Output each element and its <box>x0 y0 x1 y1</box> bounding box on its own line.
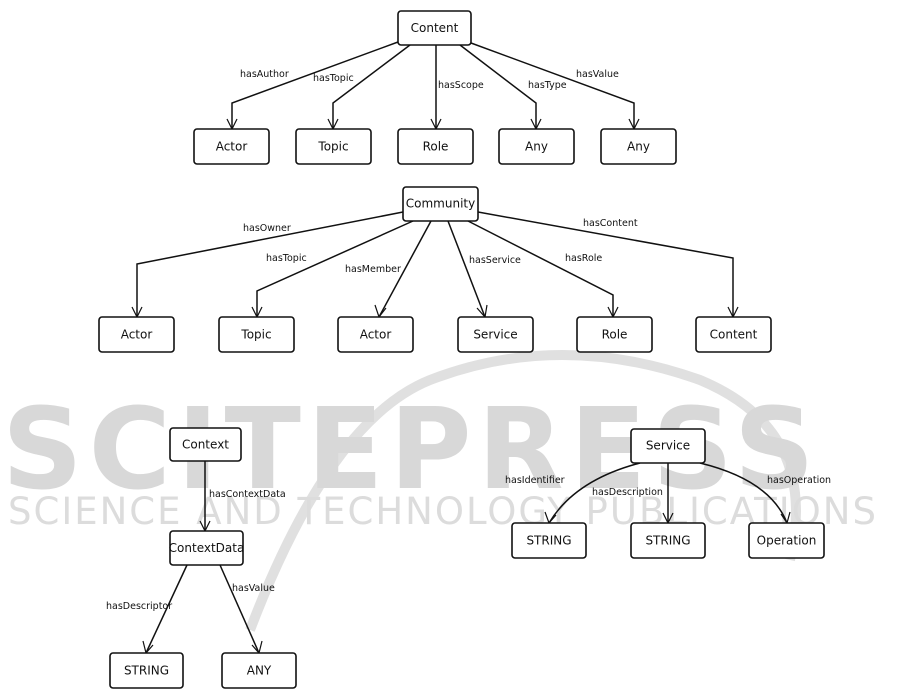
edge-label: hasDescription <box>592 487 663 498</box>
node-label: Actor <box>121 328 153 342</box>
edge-label: hasContextData <box>209 489 286 500</box>
context-diagram: hasContextData hasDescriptor hasValue Co… <box>106 427 297 689</box>
node-role[interactable] <box>397 128 474 165</box>
watermark-subtitle: SCIENCE AND TECHNOLOGY PUBLICATIONS <box>8 490 878 533</box>
node-topic[interactable] <box>218 316 295 353</box>
node-label: Context <box>182 438 229 452</box>
node-actor[interactable] <box>193 128 270 165</box>
edge-hasrole <box>467 220 614 317</box>
edge-label: hasDescriptor <box>106 601 172 612</box>
edge-label: hasAuthor <box>240 69 289 80</box>
edge-label: hasService <box>469 255 521 266</box>
node-contextdata[interactable] <box>169 530 244 566</box>
edge-hasservice <box>447 220 486 318</box>
edge-label: hasValue <box>232 583 275 594</box>
node-string[interactable] <box>109 652 184 689</box>
content-diagram: hasAuthor hasTopic hasScope hasType hasV… <box>193 10 677 165</box>
node-content[interactable] <box>397 10 472 46</box>
edge-label: hasValue <box>576 69 619 80</box>
edge-label: hasTopic <box>313 73 354 84</box>
community-diagram: hasOwner hasTopic hasMember hasService h… <box>98 186 772 353</box>
edge-label: hasOwner <box>243 223 291 234</box>
watermark: SCITEPRESS SCIENCE AND TECHNOLOGY PUBLIC… <box>2 350 878 632</box>
node-label: Role <box>602 328 628 342</box>
node-any[interactable] <box>600 128 677 165</box>
edge-label: hasContent <box>583 218 638 229</box>
node-label: Actor <box>360 328 392 342</box>
node-role[interactable] <box>576 316 653 353</box>
edge-label: hasMember <box>345 264 401 275</box>
service-diagram: hasIdentifier hasDescription hasOperatio… <box>505 428 831 559</box>
edge-label: hasType <box>528 80 567 91</box>
node-label: Any <box>627 140 650 154</box>
node-label: ContextData <box>169 541 245 555</box>
node-label: Operation <box>757 534 817 548</box>
node-label: Content <box>710 328 758 342</box>
node-operation[interactable] <box>748 522 825 559</box>
node-community[interactable] <box>402 186 479 222</box>
node-actor[interactable] <box>98 316 175 353</box>
node-any[interactable] <box>498 128 575 165</box>
edge-label: hasTopic <box>266 253 307 264</box>
arrowhead-icons <box>226 118 640 131</box>
node-label: Service <box>473 328 517 342</box>
edge-hasowner <box>136 211 404 317</box>
edge-hastopic <box>256 220 414 317</box>
node-label: Topic <box>240 328 271 342</box>
edge-label: hasScope <box>438 80 484 91</box>
edge-hastopic <box>332 44 411 129</box>
node-label: Role <box>423 140 449 154</box>
node-content[interactable] <box>695 316 772 353</box>
edge-label: hasOperation <box>767 475 831 486</box>
node-any[interactable] <box>221 652 297 689</box>
node-string[interactable] <box>511 522 587 559</box>
node-label: Service <box>646 439 690 453</box>
edge-hasdescriptor <box>145 564 188 654</box>
node-label: STRING <box>645 534 690 548</box>
node-label: Community <box>406 197 475 211</box>
edge-label: hasRole <box>565 253 602 264</box>
node-context[interactable] <box>169 427 242 462</box>
node-label: STRING <box>124 664 169 678</box>
edge-hasmember <box>378 220 432 318</box>
node-service[interactable] <box>630 428 706 464</box>
node-string[interactable] <box>630 522 706 559</box>
node-label: Any <box>525 140 548 154</box>
node-topic[interactable] <box>295 128 372 165</box>
edge-hasauthor <box>231 41 399 129</box>
node-label: Topic <box>317 140 348 154</box>
node-label: Actor <box>216 140 248 154</box>
edge-hasvalue <box>470 42 635 129</box>
node-label: Content <box>411 21 459 35</box>
edge-hascontent <box>477 211 734 317</box>
node-label: STRING <box>526 534 571 548</box>
node-actor[interactable] <box>337 316 414 353</box>
node-service[interactable] <box>457 316 534 353</box>
edge-hasoperation <box>699 462 788 524</box>
edge-label: hasIdentifier <box>505 475 565 486</box>
watermark-swoosh <box>245 350 801 632</box>
edge-hasidentifier <box>548 462 641 524</box>
edge-hasvalue <box>219 564 260 654</box>
edge-hastype <box>459 44 537 129</box>
arrowhead-icons <box>131 304 739 319</box>
node-label: ANY <box>247 664 272 678</box>
